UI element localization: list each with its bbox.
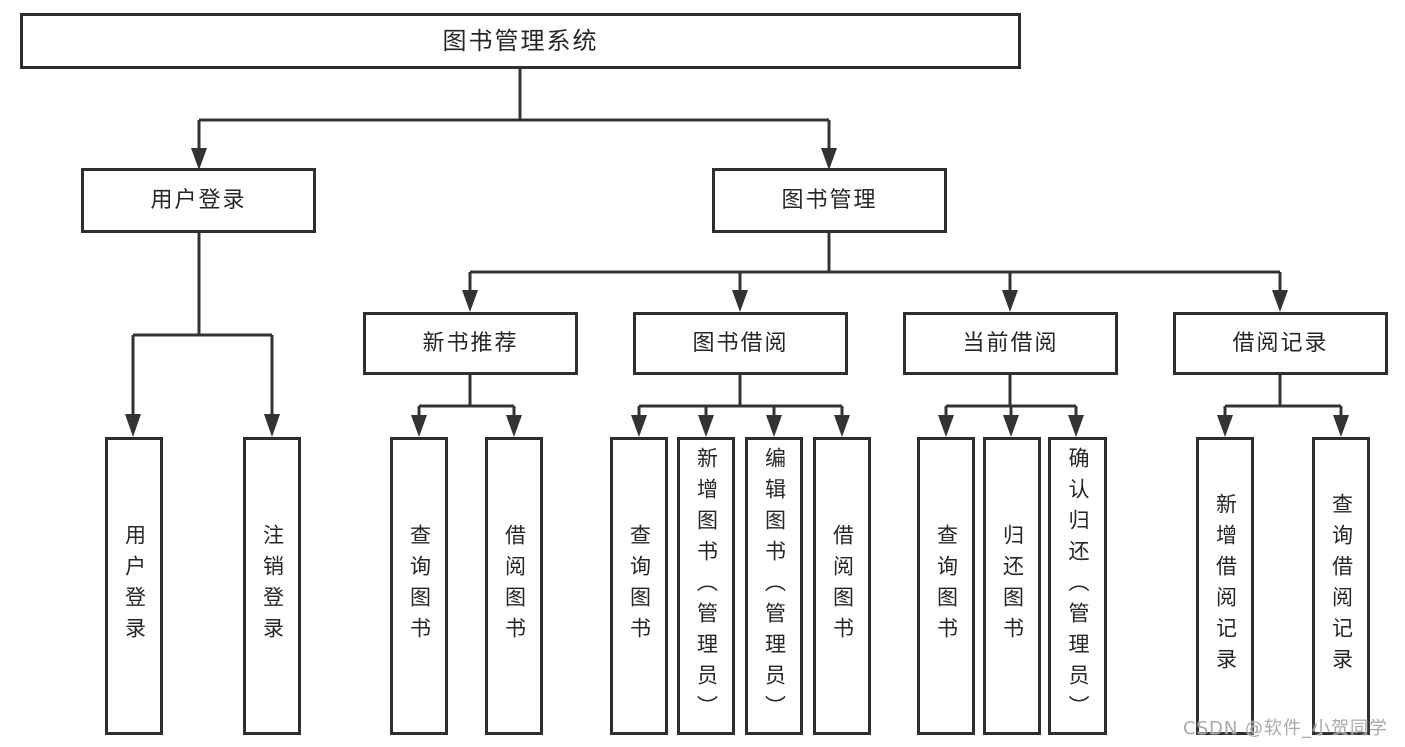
leaf-record-add-record: 新增借阅记录 xyxy=(1196,437,1254,735)
leaf-logout: 注销登录 xyxy=(243,437,301,735)
node-new-book-recommend: 新书推荐 xyxy=(363,312,578,375)
node-borrow-record: 借阅记录 xyxy=(1173,312,1388,375)
leaf-borrow-edit-book: 编辑图书（管理员） xyxy=(745,437,803,735)
csdn-watermark: CSDN @软件_小贺同学 xyxy=(1183,718,1389,739)
node-current-borrow: 当前借阅 xyxy=(903,312,1118,375)
node-root: 图书管理系统 xyxy=(20,13,1021,69)
leaf-recommend-borrow-book: 借阅图书 xyxy=(485,437,543,735)
leaf-record-query-record: 查询借阅记录 xyxy=(1312,437,1370,735)
node-book-management: 图书管理 xyxy=(712,168,947,233)
leaf-recommend-query-book: 查询图书 xyxy=(390,437,448,735)
leaf-current-confirm-return: 确认归还（管理员） xyxy=(1048,437,1107,735)
leaf-borrow-add-book: 新增图书（管理员） xyxy=(677,437,735,735)
leaf-borrow-query-book: 查询图书 xyxy=(610,437,668,735)
leaf-current-return-book: 归还图书 xyxy=(983,437,1041,735)
leaf-current-query-book: 查询图书 xyxy=(917,437,975,735)
node-book-borrow: 图书借阅 xyxy=(633,312,848,375)
node-user-login: 用户登录 xyxy=(81,168,316,233)
leaf-user-login: 用户登录 xyxy=(105,437,163,735)
leaf-borrow-borrow-book: 借阅图书 xyxy=(813,437,871,735)
